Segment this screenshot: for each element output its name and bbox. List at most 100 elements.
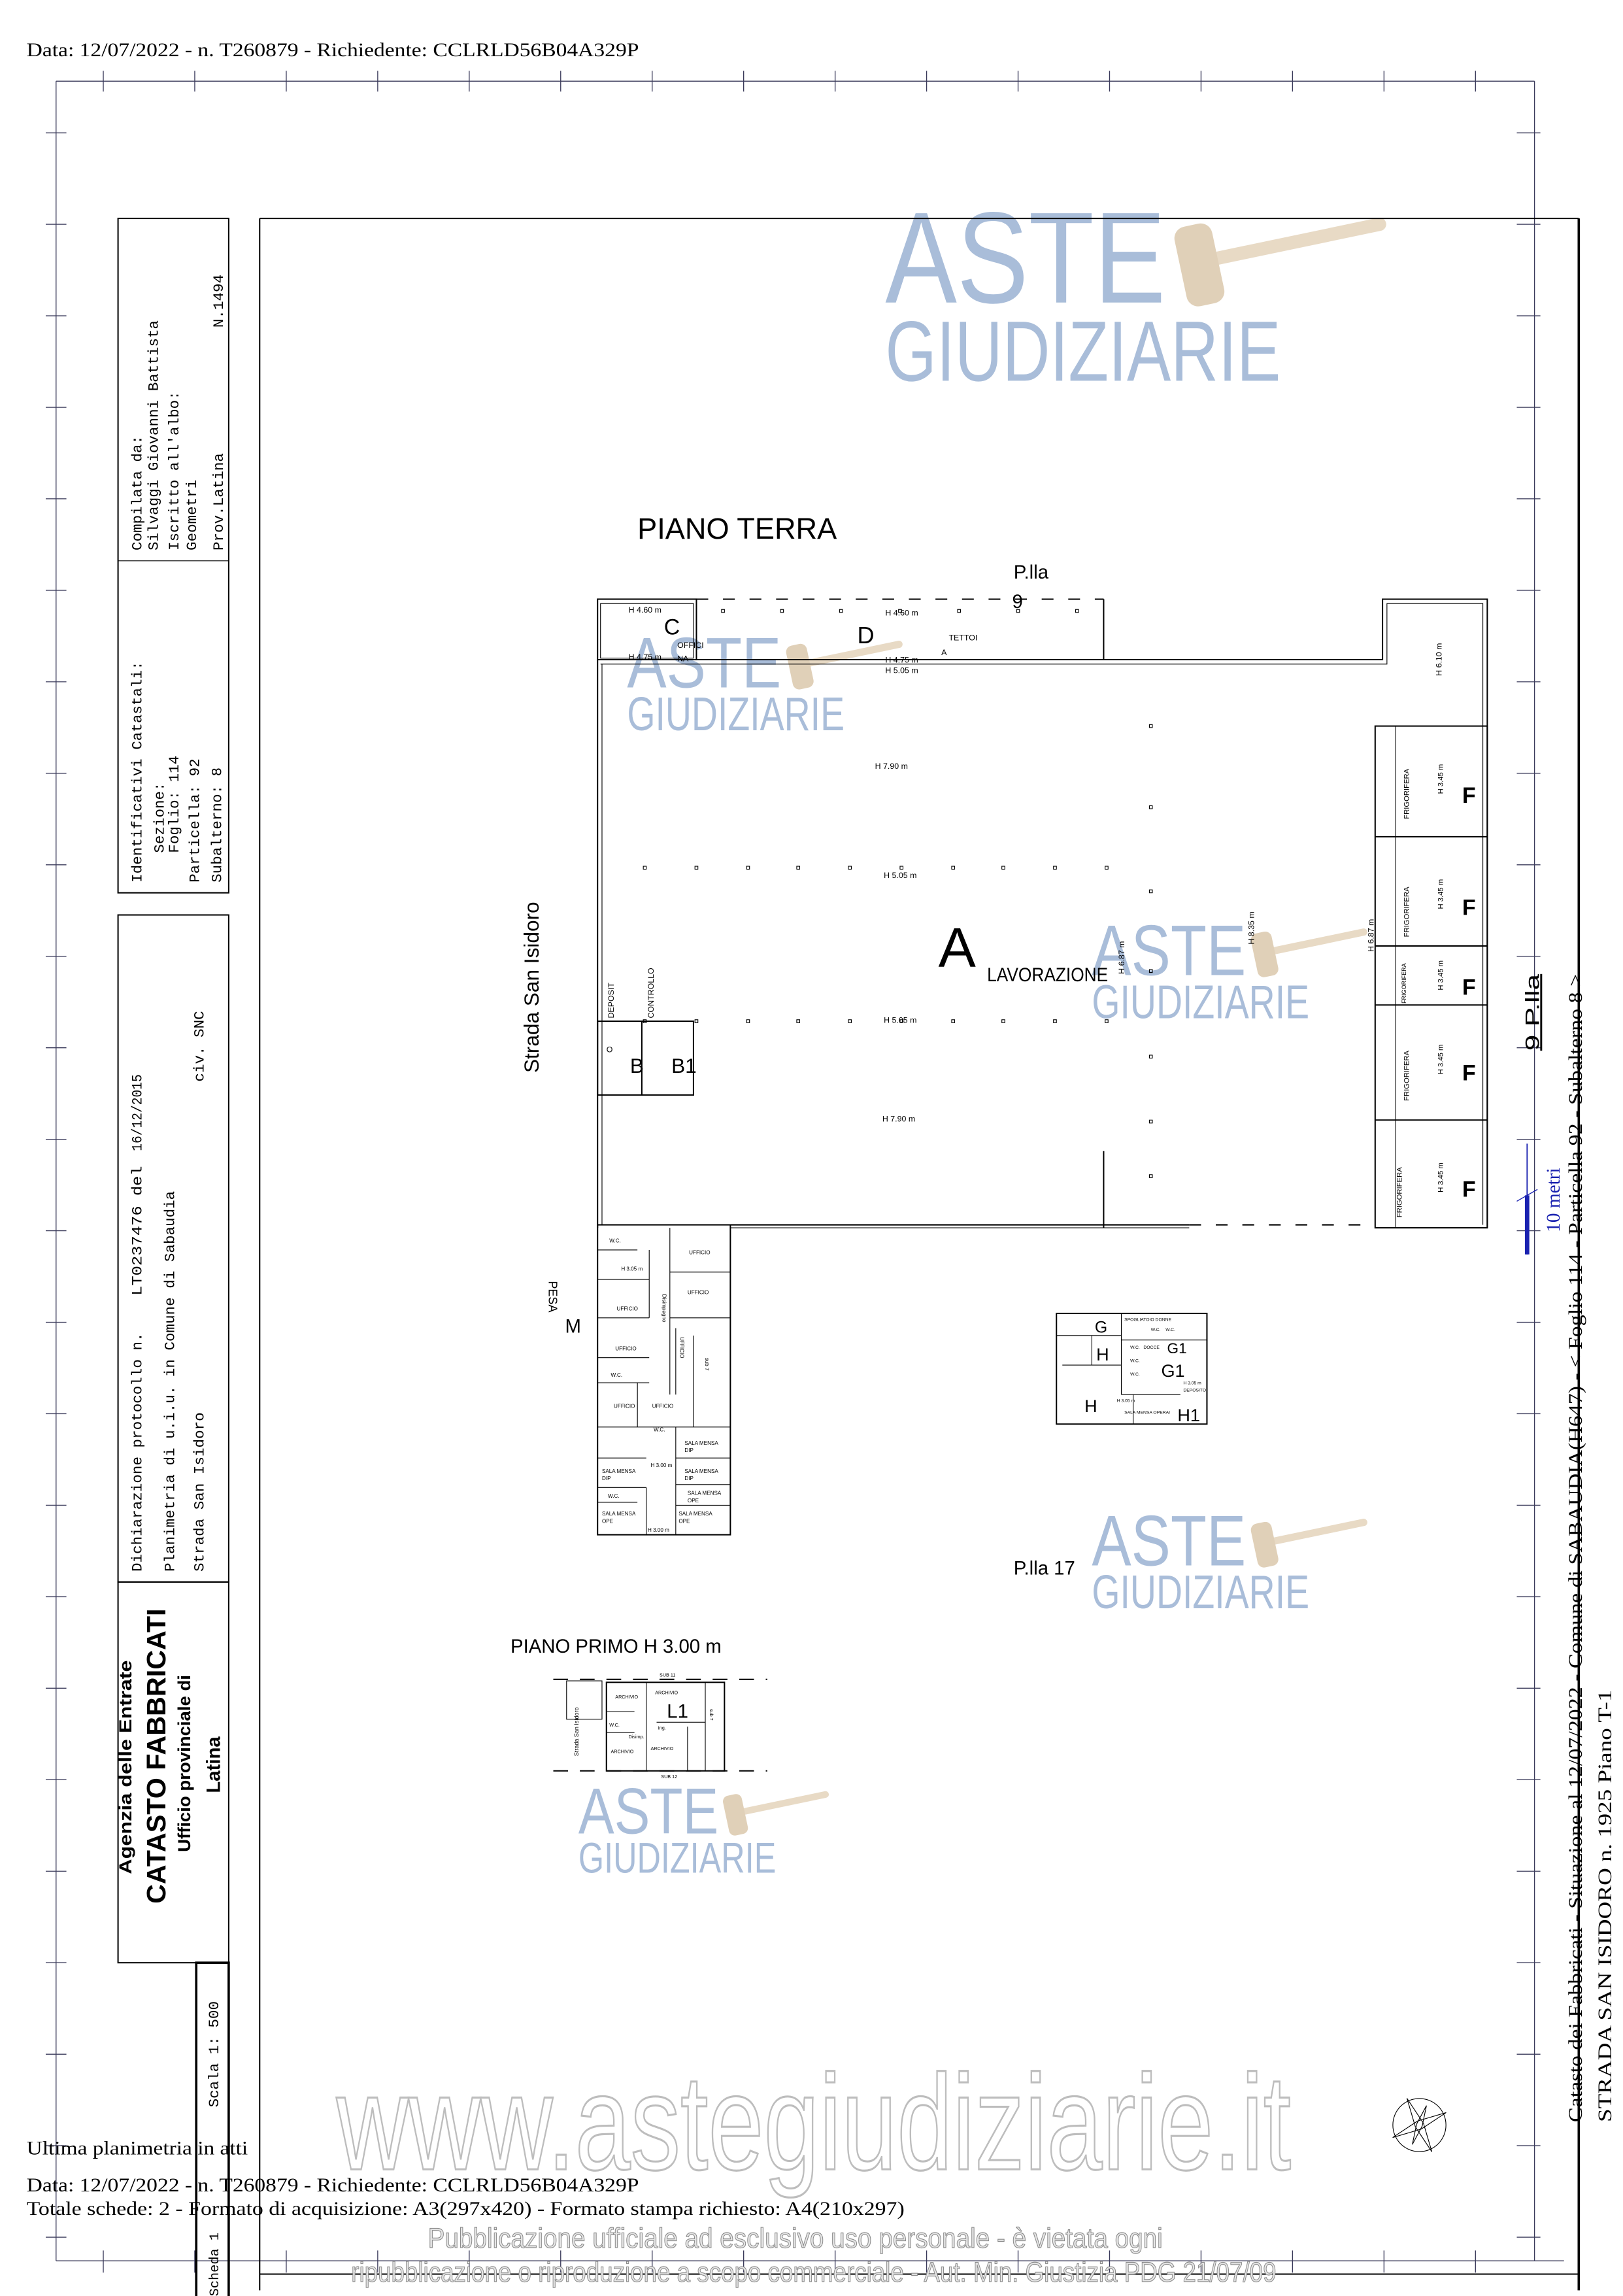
ff-archivio-1: ARCHIVIO	[615, 1694, 638, 1700]
service-building: SPOGLIATOIO DONNE W.C. W.C. W.C. DOCCE W…	[1056, 1312, 1208, 1425]
province: Prov.Latina	[210, 453, 227, 550]
scale-label: Scala 1: 500	[206, 2001, 223, 2107]
height-610: H 6.10 m	[1434, 643, 1443, 675]
room-officina-2: NA	[677, 654, 689, 663]
mensa-2: SALA MENSA	[602, 1468, 636, 1474]
column-marker	[746, 866, 750, 870]
letter-l1: L1	[667, 1700, 688, 1722]
column-marker	[796, 866, 801, 870]
height-c-top: H 4.60 m	[629, 605, 661, 615]
service-docce: DOCCE	[1143, 1345, 1160, 1350]
service-height: H 3.05 m	[1117, 1398, 1135, 1403]
office-disimpegno: Disimpegno	[661, 1294, 667, 1323]
office-ufficio-6: UFFICIO	[614, 1403, 635, 1409]
address-line: STRADA SAN ISIDORO n. 1925 Piano T-1	[1595, 1690, 1616, 2122]
column-marker	[1001, 866, 1005, 870]
letter-b: B	[630, 1054, 644, 1077]
office-wc-4: W.C.	[608, 1493, 620, 1499]
office-block: W.C. UFFICIO H 3.05 m UFFICIO UFFICIO Di…	[597, 1224, 731, 1536]
office-wc-2: W.C.	[611, 1372, 623, 1378]
column-marker	[643, 866, 647, 870]
column-marker	[1148, 1055, 1153, 1059]
watermark-notice-1: Pubblicazione ufficiale ad esclusivo uso…	[428, 2223, 1163, 2254]
office-ufficio-4: UFFICIO	[615, 1345, 636, 1351]
ground-floor-title: PIANO TERRA	[637, 512, 837, 545]
footer-request-line: Data: 12/07/2022 - n. T260879 - Richiede…	[27, 2175, 639, 2196]
watermark-notice-2: ripubblicazione o riproduzione a scopo c…	[351, 2257, 1276, 2288]
mensa-1-type: DIP	[684, 1447, 694, 1453]
height-687-b: H 6.87 m	[1367, 919, 1376, 952]
office-wc-1: W.C.	[609, 1238, 621, 1244]
height-d-bottom: H 4.75 m	[885, 656, 918, 665]
ff-disimp: Disimp.	[629, 1734, 644, 1740]
aste-giudiziarie-logo	[1092, 911, 1364, 1029]
plla-17: P.lla 17	[1014, 1558, 1075, 1579]
civic: civ. SNC	[192, 1011, 209, 1081]
room-lavorazione: LAVORAZIONE	[987, 964, 1108, 986]
height-a-2: H 7.90 m	[875, 762, 908, 771]
service-wc-3: W.C.	[1130, 1345, 1140, 1350]
height-345-1: H 3.45 m	[1437, 764, 1445, 794]
aste-giudiziarie-logo	[1092, 1501, 1364, 1619]
ff-sub12: SUB 12	[661, 1774, 677, 1780]
letter-a: A	[939, 917, 977, 979]
right-margin: 10 metri 9 P.lla Catasto dei Fabbricati …	[1516, 973, 1616, 2122]
mensa-1: SALA MENSA	[684, 1440, 718, 1446]
situation-line: Catasto dei Fabbricati - Situazione al 1…	[1565, 974, 1586, 2122]
letter-g1-b: G1	[1161, 1360, 1184, 1381]
column-marker	[899, 1019, 904, 1023]
column-marker	[899, 866, 904, 870]
ff-street: Strada San Isidoro	[573, 1707, 580, 1756]
service-mensa: SALA MENSA OPERAI	[1124, 1410, 1170, 1415]
letter-g: G	[1095, 1319, 1107, 1336]
height-345-5: H 3.45 m	[1437, 1162, 1445, 1192]
footer-last-plan: Ultima planimetria in atti	[27, 2138, 248, 2159]
mensa-4: SALA MENSA	[688, 1491, 722, 1496]
office-ufficio-1: UFFICIO	[689, 1250, 710, 1256]
height-835: H 8.35 m	[1247, 911, 1256, 944]
room-tettoia: TETTOI	[948, 633, 977, 643]
service-wc-4: W.C.	[1130, 1359, 1140, 1363]
room-frigorifera-1: FRIGORIFERA	[1403, 768, 1411, 819]
service-wc-1: W.C.	[1151, 1328, 1161, 1332]
letter-f-4: F	[1462, 1060, 1476, 1085]
ff-wc: W.C.	[609, 1722, 620, 1728]
office-ufficio-5: UFFICIO	[679, 1337, 685, 1358]
mensa-5-type: OPE	[602, 1519, 614, 1525]
office-wc-3: W.C.	[654, 1427, 665, 1433]
street: Strada San Isidoro	[192, 1412, 209, 1572]
height-a-1: H 5.05 m	[885, 666, 918, 675]
letter-h-b: H	[1084, 1396, 1097, 1416]
letter-d: D	[857, 622, 874, 649]
office-ufficio-3: UFFICIO	[617, 1306, 638, 1311]
register-label: Iscritto all'albo:	[166, 391, 183, 550]
column-marker	[780, 609, 784, 613]
first-floor-title: PIANO PRIMO H 3.00 m	[510, 1636, 722, 1657]
room-controllo: CONTROLLO	[646, 968, 656, 1019]
letter-f-2: F	[1462, 896, 1476, 920]
column-marker	[848, 1019, 852, 1023]
gavel-icon	[1174, 217, 1386, 307]
column-marker	[898, 609, 902, 613]
ff-archivio-4: ARCHIVIO	[650, 1746, 673, 1751]
service-deposito: DEPOSITO	[1183, 1389, 1206, 1393]
plla-label: P.lla	[1014, 562, 1049, 583]
logo-top-text: ASTE	[885, 186, 1165, 331]
column-marker	[1148, 805, 1153, 809]
service-height-2: H 3.05 m	[1183, 1381, 1201, 1385]
catasto-title: CATASTO FABBRICATI	[141, 1608, 171, 1903]
room-frigorifera-5: FRIGORIFERA	[1396, 1167, 1403, 1217]
planimetria: Planimetria di u.i.u. in Comune di Sabau…	[161, 1191, 178, 1572]
office-ufficio-2: UFFICIO	[688, 1290, 709, 1296]
height-345-4: H 3.45 m	[1437, 1045, 1445, 1075]
outer-frame	[45, 71, 1564, 2273]
column-marker	[1148, 889, 1153, 894]
particella: Particella: 92	[187, 758, 204, 883]
letter-g1-a: G1	[1167, 1340, 1187, 1357]
office-height-2: H 3.00 m	[650, 1462, 672, 1468]
first-floor-plan: PIANO PRIMO H 3.00 m SUB 11 ARCHIVIO ARC…	[510, 1636, 767, 1780]
sezione: Sezione:	[152, 782, 169, 853]
height-c-bottom: H 4.75 m	[629, 652, 661, 662]
column-marker	[1016, 609, 1020, 613]
